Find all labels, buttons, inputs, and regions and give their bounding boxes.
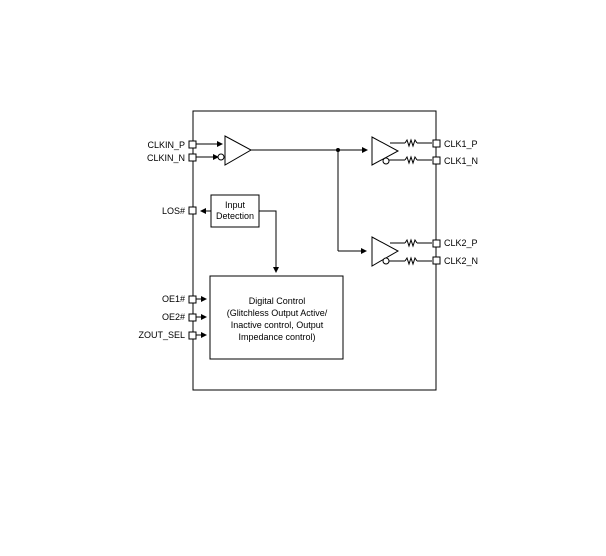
input-buffer [224, 135, 253, 166]
resistor-clk1-p [404, 138, 418, 148]
pin-oe1 [188, 295, 197, 304]
pin-clk2-p [432, 239, 441, 248]
invert-bubble-input [217, 153, 225, 161]
digital-control-label-line-2: (Glitchless Output Active/ [227, 308, 328, 318]
pin-label-clk1-p: CLK1_P [444, 139, 478, 149]
pin-label-oe1: OE1# [162, 294, 185, 304]
wire-detection-to-control [259, 210, 279, 273]
pin-label-clk1-n: CLK1_N [444, 156, 478, 166]
pin-clk2-n [432, 256, 441, 265]
digital-control-label-line-4: Impedance control) [238, 332, 315, 342]
pin-label-clkin-p: CLKIN_P [147, 140, 185, 150]
chip-outline [192, 110, 437, 391]
pin-los [188, 206, 197, 215]
resistor-clk2-n [404, 256, 418, 266]
pin-zout-sel [188, 331, 197, 340]
pin-label-clk2-p: CLK2_P [444, 238, 478, 248]
pin-oe2 [188, 313, 197, 322]
input-detection-label-line-1: Input [225, 200, 246, 210]
digital-control-block [209, 275, 344, 360]
resistor-clk2-p [404, 238, 418, 248]
input-detection-label-line-2: Detection [216, 211, 254, 221]
pin-label-los: LOS# [162, 206, 185, 216]
digital-control-label-line-3: Inactive control, Output [231, 320, 324, 330]
pin-clk1-n [432, 156, 441, 165]
pin-label-oe2: OE2# [162, 312, 185, 322]
invert-bubble-out-2 [382, 257, 390, 265]
pin-clkin-p [188, 140, 197, 149]
invert-bubble-out-1 [382, 157, 390, 165]
pin-clkin-n [188, 153, 197, 162]
pin-label-zout-sel: ZOUT_SEL [138, 330, 185, 340]
resistor-clk1-n [404, 155, 418, 165]
pin-clk1-p [432, 139, 441, 148]
pin-label-clk2-n: CLK2_N [444, 256, 478, 266]
digital-control-label-line-1: Digital Control [249, 296, 306, 306]
pin-label-clkin-n: CLKIN_N [147, 153, 185, 163]
